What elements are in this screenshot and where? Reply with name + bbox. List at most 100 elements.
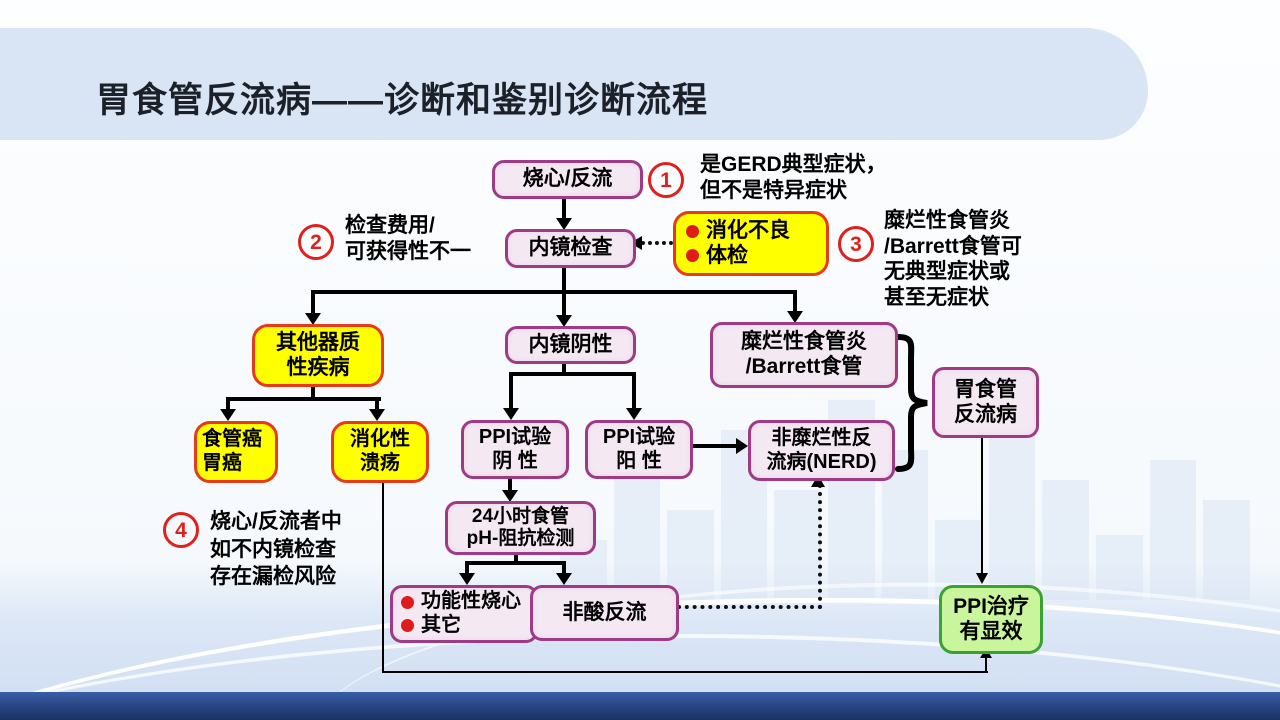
arrowhead-icon <box>459 573 475 585</box>
note-line: /Barrett食管可 <box>884 234 1022 258</box>
node-label: 其它 <box>421 614 461 636</box>
note-number-circle: 3 <box>838 226 874 262</box>
connector <box>509 372 636 376</box>
note-line: 存在漏检风险 <box>210 565 336 589</box>
bullet-icon <box>401 595 414 609</box>
arrowhead-icon <box>736 438 748 454</box>
node-label: PPI治疗 <box>953 594 1029 618</box>
dotted-connector <box>677 605 822 609</box>
node-label: 溃疡 <box>360 452 400 474</box>
connector <box>562 358 566 374</box>
arrowhead-icon <box>976 573 988 584</box>
node-non-acid-reflux: 非酸反流 <box>530 585 679 641</box>
note-text-3: 糜烂性食管炎 /Barrett食管可 无典型症状或 甚至无症状 <box>884 208 1022 310</box>
arrowhead-icon <box>556 218 572 230</box>
node-erosive-esophagitis: 糜烂性食管炎 /Barrett食管 <box>710 322 898 388</box>
connector <box>311 381 315 399</box>
arrowhead-icon <box>626 408 642 420</box>
note-line: 可获得性不一 <box>345 239 471 263</box>
connector <box>382 671 988 673</box>
node-label: 功能性烧心 <box>421 590 521 613</box>
bullet-icon <box>686 224 699 238</box>
node-esophageal-gastric-cancer: 食管癌 胃癌 <box>194 421 278 483</box>
node-endoscopy-negative: 内镜阴性 <box>505 326 636 364</box>
arrowhead-icon <box>220 409 236 421</box>
connector <box>562 193 566 220</box>
bullet-icon <box>401 619 414 633</box>
note-text-1: 是GERD典型症状， 但不是特异症状 <box>700 152 887 203</box>
note-text-2: 检查费用/ 可获得性不一 <box>345 213 471 264</box>
brace-icon <box>895 334 928 472</box>
node-ppi-treatment-effective: PPI治疗 有显效 <box>939 585 1043 654</box>
bullet-icon <box>686 249 699 263</box>
node-label: 阴 性 <box>492 449 538 472</box>
note-line: 检查费用/ <box>345 214 435 237</box>
note-number-circle: 1 <box>648 162 684 198</box>
node-label: 内镜检查 <box>528 236 613 260</box>
connector <box>226 397 381 401</box>
node-label: 消化性 <box>350 428 410 451</box>
node-ppi-test-negative: PPI试验 阴 性 <box>461 420 569 479</box>
note-line: 是GERD典型症状， <box>700 153 887 176</box>
node-label: PPI试验 <box>478 425 552 448</box>
node-label: 消化不良 <box>706 218 790 242</box>
connector <box>382 478 384 673</box>
node-label: 其他器质 <box>276 330 360 354</box>
node-label: 24小时食管 <box>471 505 570 527</box>
note-line: 烧心/反流者中 <box>210 510 342 533</box>
bottom-navy-bar <box>0 692 1280 720</box>
node-label: 糜烂性食管炎 <box>741 330 867 354</box>
connector <box>226 397 230 410</box>
connector <box>562 561 566 574</box>
node-label: 胃癌 <box>202 452 242 474</box>
node-label: 食管癌 <box>202 428 262 451</box>
node-label: 烧心/反流 <box>522 167 613 191</box>
node-label: 阳 性 <box>616 449 662 472</box>
dotted-connector <box>641 241 673 245</box>
node-other-organic-disease: 其他器质 性疾病 <box>252 324 384 387</box>
node-functional-heartburn: 功能性烧心 其它 <box>390 585 538 643</box>
header-band-decoration <box>0 28 1148 140</box>
note-number-circle: 4 <box>163 512 199 548</box>
arrowhead-icon <box>305 313 321 325</box>
arrowhead-icon <box>556 573 572 585</box>
node-label: 有显效 <box>959 619 1023 643</box>
node-label: PPI试验 <box>602 425 676 448</box>
page-title: 胃食管反流病——诊断和鉴别诊断流程 <box>96 81 709 120</box>
note-line: 无典型症状或 <box>884 260 1010 284</box>
node-label: 非酸反流 <box>562 600 647 624</box>
note-line: 但不是特异症状 <box>700 178 847 202</box>
node-label: pH-阻抗检测 <box>466 528 575 549</box>
connector <box>793 290 797 312</box>
connector <box>562 262 566 292</box>
connector <box>632 372 636 409</box>
arrowhead-icon <box>369 409 385 421</box>
note-line: 糜烂性食管炎 <box>884 209 1010 232</box>
connector <box>508 473 512 491</box>
node-dyspepsia-checkup: 消化不良 体检 <box>673 211 829 276</box>
arrowhead-icon <box>787 311 803 323</box>
note-line: 甚至无症状 <box>884 285 989 309</box>
node-label: 内镜阴性 <box>528 332 613 356</box>
node-endoscopy: 内镜检查 <box>505 229 636 268</box>
node-heartburn-reflux: 烧心/反流 <box>492 160 643 199</box>
node-ppi-test-positive: PPI试验 阳 性 <box>585 420 693 479</box>
connector <box>465 561 469 574</box>
arrowhead-icon <box>502 490 518 502</box>
arrowhead-icon <box>503 408 519 420</box>
node-24h-ph-impedance-test: 24小时食管 pH-阻抗检测 <box>445 501 596 555</box>
node-peptic-ulcer: 消化性 溃疡 <box>331 421 429 483</box>
connector <box>562 290 566 316</box>
connector <box>985 656 987 672</box>
connector <box>688 444 736 448</box>
note-number-circle: 2 <box>298 224 334 260</box>
node-gerd: 胃食管 反流病 <box>932 367 1039 438</box>
connector <box>509 372 513 409</box>
node-label: 流病(NERD) <box>766 450 877 473</box>
node-nerd: 非糜烂性反 流病(NERD) <box>748 420 895 481</box>
node-label: 非糜烂性反 <box>771 426 872 449</box>
dotted-connector <box>818 484 822 609</box>
node-label: 胃食管 <box>954 377 1017 401</box>
connector <box>311 290 315 314</box>
node-label: 反流病 <box>954 402 1017 426</box>
